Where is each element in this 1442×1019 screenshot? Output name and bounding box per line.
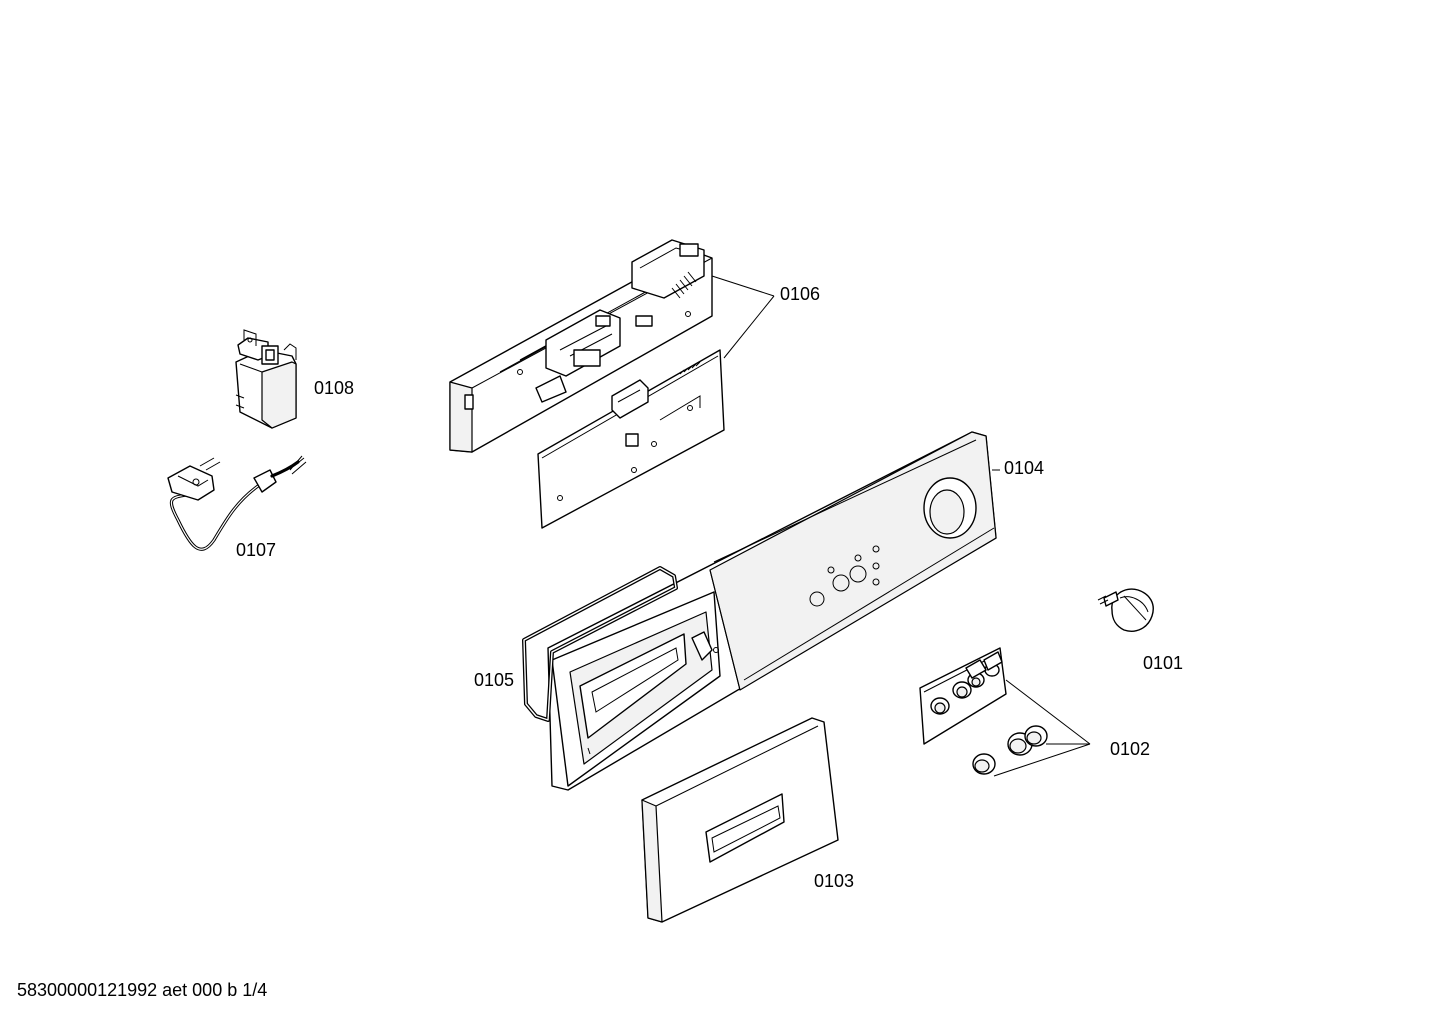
part-0108-filter-box[interactable] — [235, 329, 297, 429]
label-0104: 0104 — [1004, 458, 1044, 478]
label-0101: 0101 — [1143, 653, 1183, 673]
part-0103-drawer-front[interactable] — [641, 717, 839, 923]
part-0106-circuit-board[interactable] — [537, 349, 725, 529]
label-0106: 0106 — [780, 284, 820, 304]
leader-0106-a — [711, 275, 775, 297]
label-0108: 0108 — [314, 378, 354, 398]
label-0102: 0102 — [1110, 739, 1150, 759]
label-0105: 0105 — [474, 670, 514, 690]
leader-0106-b — [723, 295, 775, 359]
part-0107-mains-cable[interactable] — [167, 455, 307, 551]
label-0107: 0107 — [236, 540, 276, 560]
drawing-reference: 58300000121992 aet 000 b 1/4 — [17, 980, 268, 1000]
leader-0102-a — [1005, 679, 1091, 745]
leader-0102-b — [993, 743, 1091, 777]
part-0106-control-housing[interactable] — [449, 239, 713, 453]
part-0104-control-panel[interactable] — [547, 431, 997, 791]
part-0102-buttons[interactable] — [972, 725, 1048, 775]
part-0101-knob[interactable] — [1097, 588, 1154, 632]
part-0105-seal[interactable] — [522, 566, 678, 722]
part-0102-switch-board[interactable] — [919, 647, 1007, 745]
label-0103: 0103 — [814, 871, 854, 891]
